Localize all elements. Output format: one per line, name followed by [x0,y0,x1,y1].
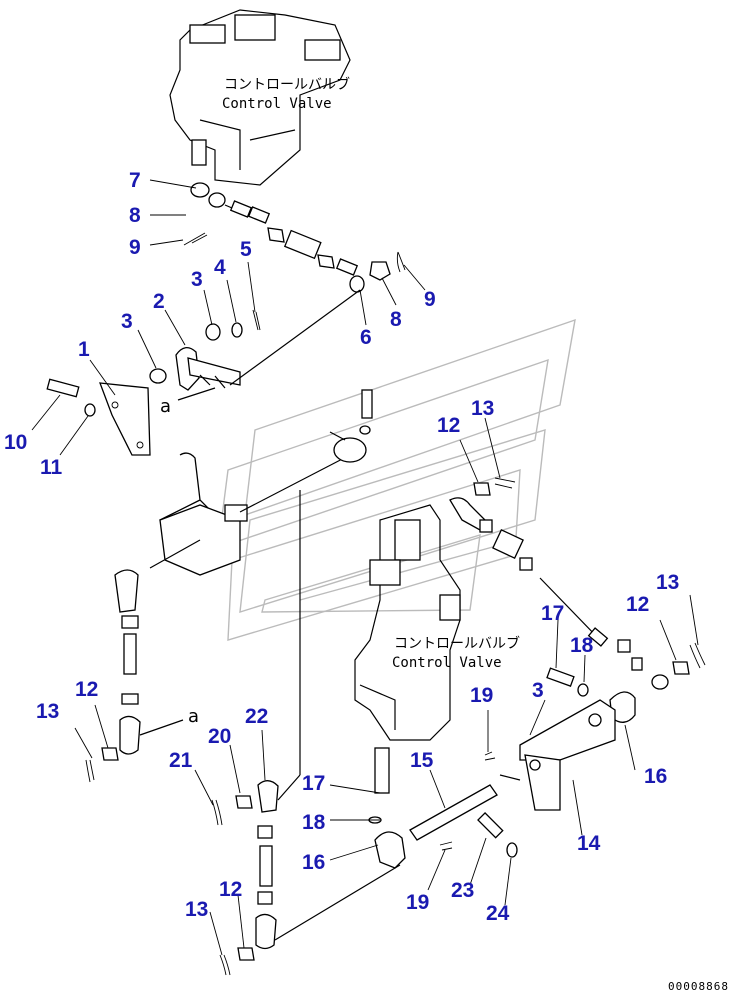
callout-13: 13 [656,571,679,594]
callout-19: 19 [470,684,493,707]
callout-3: 3 [532,679,544,702]
callout-22: 22 [245,705,268,728]
callout-9: 9 [129,236,141,259]
bushing-3-upper [205,309,261,341]
callout-12: 12 [626,593,649,616]
callout-19: 19 [406,891,429,914]
callout-3: 3 [191,268,203,291]
control-valve-top-en-label: Control Valve [222,96,332,112]
left-rod-assembly [85,569,184,783]
callout-16: 16 [644,765,667,788]
callout-8: 8 [390,308,402,331]
control-valve-bottom-jp-label: コントロールバルブ [394,635,520,652]
callout-23: 23 [451,879,474,902]
shift-lever-assembly [149,389,373,775]
control-valve-bottom-en-label: Control Valve [392,655,502,671]
arrow-a-lower: a [188,706,199,727]
callout-4: 4 [214,256,226,279]
arrow-a-upper: a [160,396,171,417]
callout-9: 9 [424,288,436,311]
control-valve-top [169,9,351,186]
right-lever-bracket [499,667,636,811]
callout-12: 12 [219,878,242,901]
callout-16: 16 [302,851,325,874]
lever-bracket-assembly [46,289,361,456]
lower-center-rod [211,774,301,976]
callout-21: 21 [169,749,193,772]
callout-5: 5 [240,238,252,261]
callout-18: 18 [570,634,594,657]
callout-17: 17 [541,602,564,625]
right-rod-assembly [449,477,706,690]
cotter-pin-9b [396,251,406,273]
callout-18: 18 [302,811,326,834]
callout-10: 10 [4,431,27,454]
upper-rod-assembly [190,182,391,293]
callout-13: 13 [36,700,59,723]
watermark-logo [217,318,576,641]
callout-20: 20 [208,725,231,748]
callout-12: 12 [75,678,98,701]
callout-13: 13 [185,898,208,921]
callout-8: 8 [129,204,141,227]
callout-1: 1 [78,338,90,361]
callout-11: 11 [40,456,63,479]
callout-15: 15 [410,749,434,772]
callout-24: 24 [486,902,510,925]
cotter-pin-9a [183,232,208,246]
callout-3: 3 [121,310,133,333]
control-valve-bottom [354,504,461,741]
callout-12: 12 [437,414,460,437]
callout-13: 13 [471,397,494,420]
callout-7: 7 [129,169,141,192]
drawing-serial-number: 00008868 [668,980,729,993]
callout-17: 17 [302,772,325,795]
shaft-assembly [274,747,518,941]
callout-14: 14 [577,832,601,855]
leader-lines [31,179,699,956]
callout-6: 6 [360,326,372,349]
control-valve-top-jp-label: コントロールバルブ [224,76,350,93]
callout-2: 2 [153,290,165,313]
